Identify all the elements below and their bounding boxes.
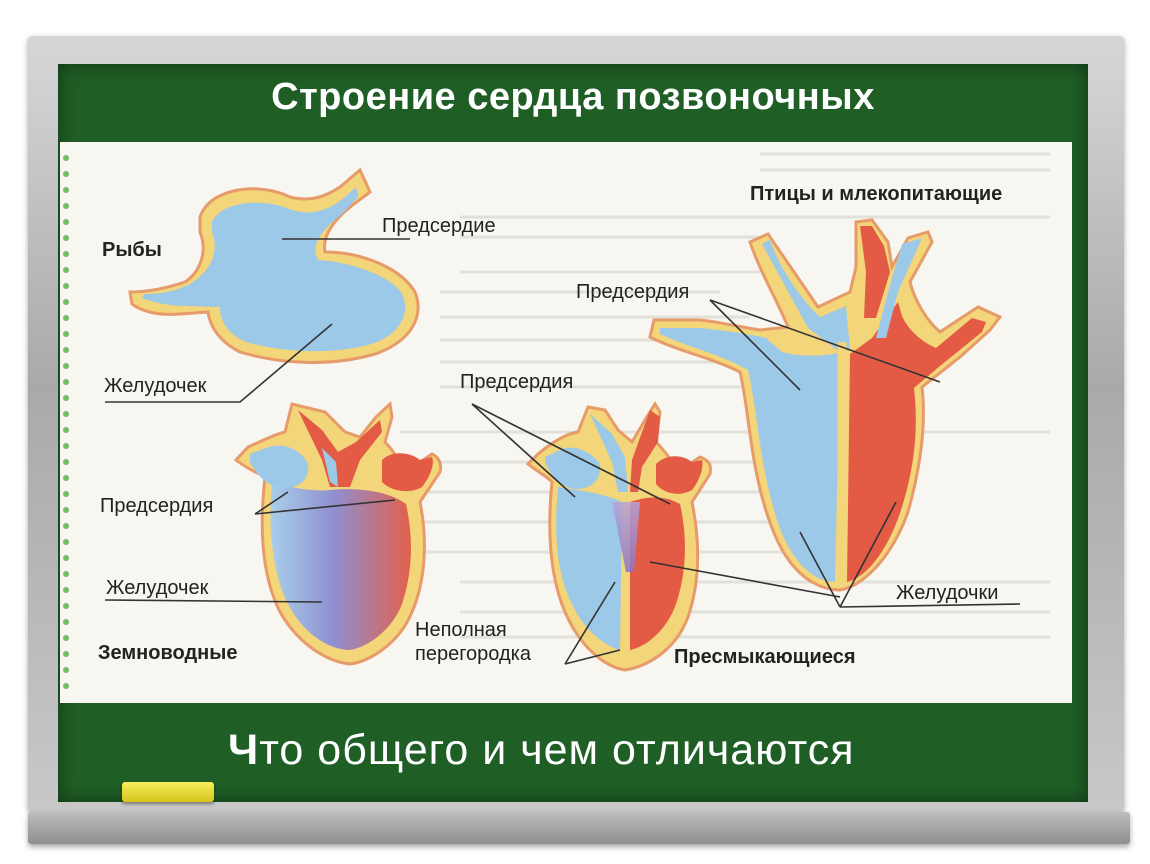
reptile-septum-label-line2: перегородка <box>415 643 532 665</box>
fish-atrium-label: Предсердие <box>382 215 496 237</box>
reptile-atria-label: Предсердия <box>460 371 573 393</box>
page-margin-dots <box>63 155 69 689</box>
reptile-leader-lines <box>471 403 841 665</box>
bird-mammal-heart <box>648 218 1003 592</box>
bird-mammal-leader-lines <box>709 299 1021 608</box>
amphibian-atria-label: Предсердия <box>100 495 213 517</box>
bird-mammal-atria-label: Предсердия <box>576 281 689 303</box>
reptile-septum-label-line1: Неполная <box>415 619 507 641</box>
bird-mammal-group-label: Птицы и млекопитающие <box>750 183 1002 205</box>
question-rest: то общего и чем отличаются <box>259 726 855 774</box>
amphibian-leader-lines <box>104 491 396 603</box>
slide-question: Что общего и чем отличаются <box>228 726 855 775</box>
chalk-tray <box>28 812 1130 844</box>
question-first-letter: Ч <box>228 726 260 774</box>
fish-heart <box>128 167 420 364</box>
chalk-piece <box>122 782 214 802</box>
amphibian-ventricle-label: Желудочек <box>106 577 209 599</box>
fish-group-label: Рыбы <box>102 239 162 261</box>
amphibian-group-label: Земноводные <box>98 642 237 664</box>
fish-leader-lines <box>105 238 410 403</box>
background-text-lines <box>400 152 1050 639</box>
bird-mammal-ventricles-label: Желудочки <box>896 582 998 604</box>
reptile-heart <box>525 401 712 672</box>
heart-diagram: Рыбы Предсердие Желудочек Предсердия Жел… <box>60 142 1072 703</box>
amphibian-heart <box>233 400 442 666</box>
fish-ventricle-label: Желудочек <box>104 375 207 397</box>
slide-title: Строение сердца позвоночных <box>271 76 875 118</box>
reptile-group-label: Пресмыкающиеся <box>674 646 855 668</box>
